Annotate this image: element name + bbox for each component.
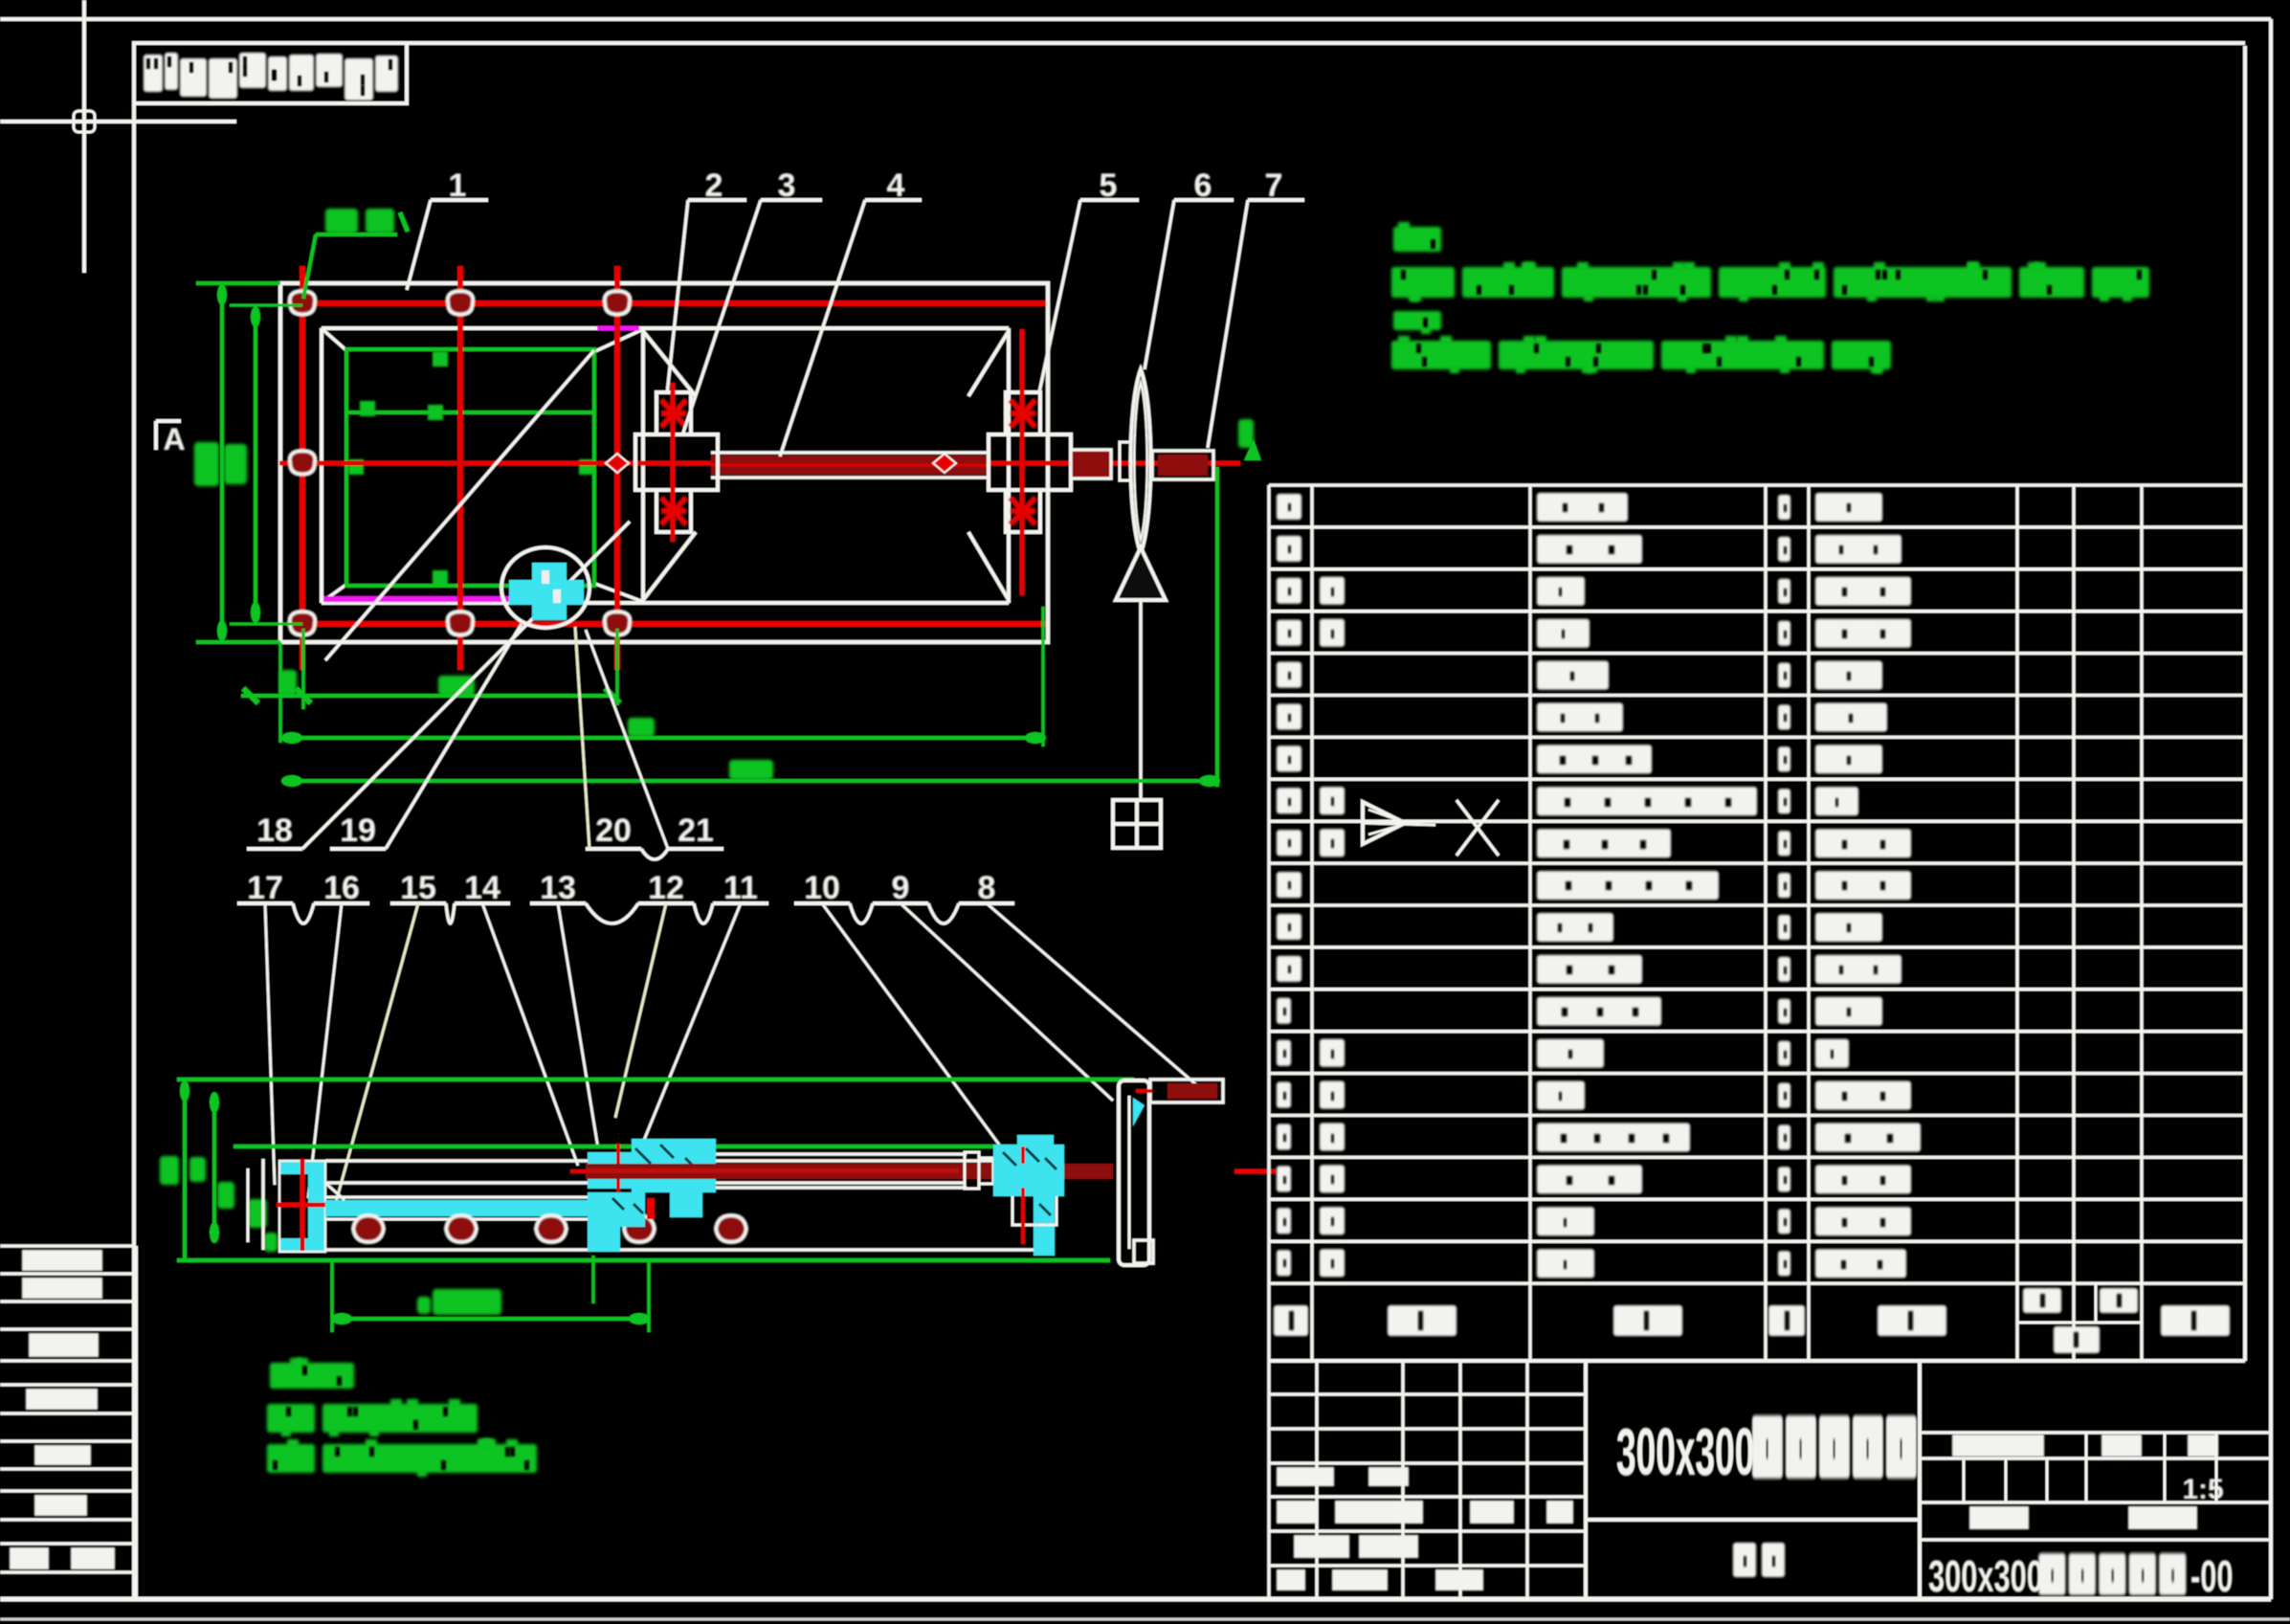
svg-text:21: 21 [678,812,714,849]
svg-text:10: 10 [804,870,840,906]
svg-text:A: A [163,422,185,456]
svg-text:17: 17 [247,870,283,906]
svg-text:16: 16 [323,870,360,906]
svg-text:12: 12 [648,870,684,906]
svg-text:1:5: 1:5 [2182,1474,2223,1505]
svg-text:300x300: 300x300 [1928,1553,2043,1602]
svg-text:9: 9 [892,870,910,906]
svg-text:15: 15 [400,870,436,906]
svg-text:11: 11 [723,870,758,906]
svg-text:1: 1 [449,167,467,204]
svg-text:7: 7 [1265,167,1283,204]
svg-text:4: 4 [887,167,905,204]
svg-text:14: 14 [464,870,500,906]
svg-text:20: 20 [595,812,632,849]
svg-text:6: 6 [1194,167,1212,204]
svg-text:8: 8 [978,870,996,906]
svg-text:5: 5 [1100,167,1118,204]
svg-text:19: 19 [340,812,376,849]
svg-text:18: 18 [256,812,293,849]
svg-text:13: 13 [540,870,576,906]
svg-text:2: 2 [705,167,723,204]
svg-text:-00: -00 [2190,1553,2234,1602]
svg-text:3: 3 [778,167,796,204]
svg-text:300x300: 300x300 [1616,1413,1754,1489]
